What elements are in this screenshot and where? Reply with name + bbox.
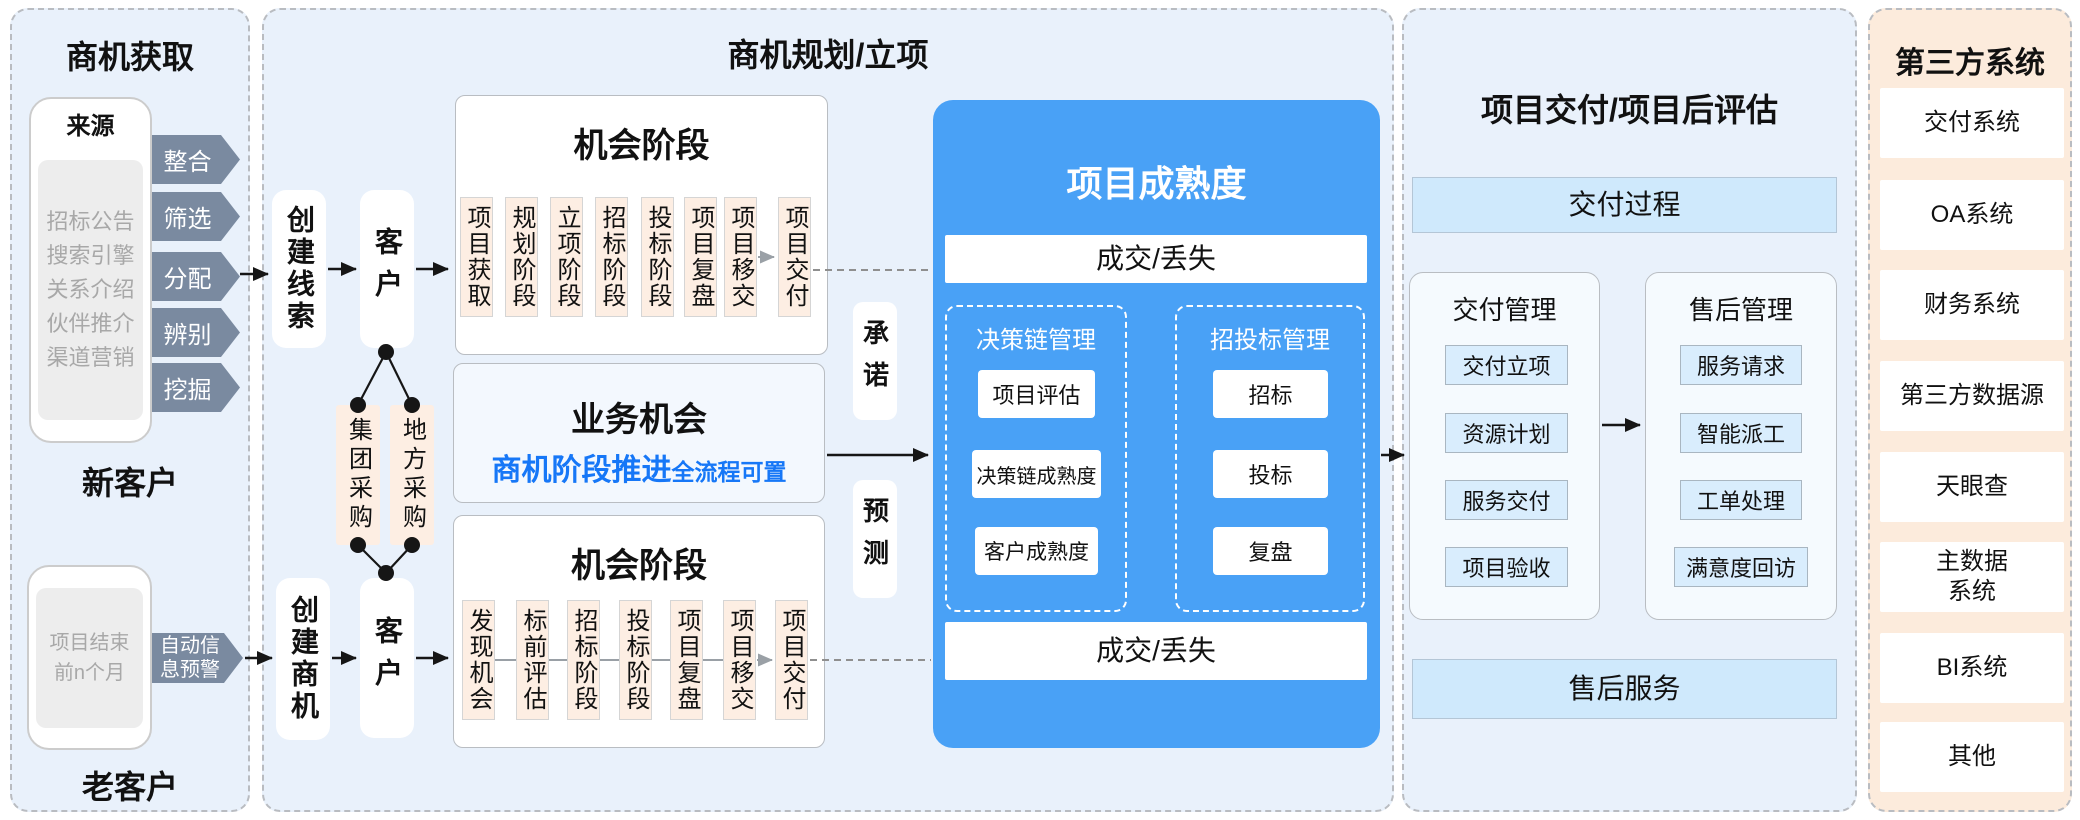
customer-top-label: 客户 xyxy=(372,227,403,311)
subtitle-main: 商机阶段推进 xyxy=(491,454,672,487)
business-opportunity-title: 业务机会 xyxy=(571,401,707,439)
aftersales-item-4: 满意度回访 xyxy=(1674,547,1808,587)
panel2-title: 商机规划/立项 xyxy=(727,37,929,73)
sys-item-tianyancha: 天眼查 xyxy=(1880,452,2064,522)
sys-item-oa: OA系统 xyxy=(1880,180,2064,250)
win-loss-bottom-bar: 成交/丢失 xyxy=(945,622,1367,680)
stage-bot-5: 项目复盘 xyxy=(673,608,700,712)
source-list: 招标公告 搜索引擎 关系介绍 伙伴推介 渠道营销 xyxy=(46,209,135,370)
sys-item-delivery: 交付系统 xyxy=(1880,88,2064,158)
stage-bot-2: 标前评估 xyxy=(519,608,546,712)
aftersales-mgmt-title: 售后管理 xyxy=(1688,295,1793,325)
stage-top-8: 项目交付 xyxy=(781,205,808,309)
panel3-title: 项目交付/项目后评估 xyxy=(1481,92,1778,128)
create-lead-label: 创建线索 xyxy=(284,205,315,333)
group-procurement-label: 集团采购 xyxy=(344,417,372,533)
commitment-label: 承诺 xyxy=(859,319,890,403)
source-list-box: 招标公告 搜索引擎 关系介绍 伙伴推介 渠道营销 xyxy=(38,160,143,420)
delivery-item-2: 资源计划 xyxy=(1445,413,1568,453)
decision-item-1: 项目评估 xyxy=(978,370,1095,418)
forecast-label: 预测 xyxy=(859,497,890,581)
panel1-title: 商机获取 xyxy=(65,39,194,75)
business-opportunity-subtitle: 商机阶段推进全流程可置 xyxy=(453,445,825,489)
project-end-inner: 项目结束 前n个月 xyxy=(36,588,143,728)
bidding-mgmt-title: 招投标管理 xyxy=(1210,327,1330,354)
local-procurement-label: 地方采购 xyxy=(398,417,426,533)
stage-top-title: 机会阶段 xyxy=(573,127,710,165)
delivery-item-1: 交付立项 xyxy=(1445,345,1568,385)
decision-chain-title: 决策链管理 xyxy=(976,327,1096,354)
bidding-item-3: 复盘 xyxy=(1213,527,1328,575)
group-procurement-box: 集团采购 xyxy=(336,405,380,545)
stage-top-4: 招标阶段 xyxy=(598,205,625,309)
bidding-item-1: 招标 xyxy=(1213,370,1328,418)
decision-item-3: 客户成熟度 xyxy=(975,527,1098,575)
stage-bot-3: 招标阶段 xyxy=(570,608,597,712)
chevron-assign: 分配 xyxy=(152,252,240,301)
stage-top-3: 立项阶段 xyxy=(553,205,580,309)
sys-item-bi: BI系统 xyxy=(1880,633,2064,703)
chevron-integrate: 整合 xyxy=(152,135,240,184)
new-customer-label: 新客户 xyxy=(81,465,178,501)
panel4-title: 第三方系统 xyxy=(1895,47,2045,80)
old-customer-label: 老客户 xyxy=(81,769,178,805)
stage-bot-4: 投标阶段 xyxy=(622,608,649,712)
chevron-identify: 辨别 xyxy=(152,308,240,357)
create-opportunity-label: 创建商机 xyxy=(288,595,319,723)
aftersales-service-bar: 售后服务 xyxy=(1412,659,1837,719)
customer-bottom-label: 客户 xyxy=(372,616,403,700)
project-end-note: 项目结束 前n个月 xyxy=(49,632,130,684)
stage-top-1: 项目获取 xyxy=(463,205,490,309)
delivery-item-4: 项目验收 xyxy=(1445,547,1568,587)
create-opportunity-box: 创建商机 xyxy=(276,578,330,740)
stage-bot-6: 项目移交 xyxy=(726,608,753,712)
decision-item-2: 决策链成熟度 xyxy=(972,450,1101,498)
project-maturity-title: 项目成熟度 xyxy=(1066,163,1247,204)
win-loss-top-bar: 成交/丢失 xyxy=(945,235,1367,283)
source-label: 来源 xyxy=(66,113,115,140)
aftersales-item-3: 工单处理 xyxy=(1680,480,1802,520)
business-opportunity-box xyxy=(453,363,825,503)
delivery-process-bar: 交付过程 xyxy=(1412,177,1837,233)
stage-bottom-title: 机会阶段 xyxy=(571,547,707,585)
stage-top-5: 投标阶段 xyxy=(644,205,671,309)
sys-item-other: 其他 xyxy=(1880,722,2064,792)
stage-bot-7: 项目交付 xyxy=(778,608,805,712)
bidding-mgmt-box xyxy=(1175,305,1365,612)
stage-top-7: 项目移交 xyxy=(727,205,754,309)
local-procurement-box: 地方采购 xyxy=(390,405,434,545)
delivery-item-3: 服务交付 xyxy=(1445,480,1568,520)
chevron-auto-alert: 自动信 息预警 xyxy=(152,633,243,683)
create-lead-box: 创建线索 xyxy=(272,190,326,348)
aftersales-item-1: 服务请求 xyxy=(1680,345,1802,385)
commitment-box: 承诺 xyxy=(853,302,897,420)
sys-item-master-data: 主数据 系统 xyxy=(1880,542,2064,612)
subtitle-small: 全流程可置 xyxy=(671,459,787,485)
sys-item-thirdparty-data: 第三方数据源 xyxy=(1880,361,2064,431)
decision-chain-box xyxy=(945,305,1127,612)
bidding-item-2: 投标 xyxy=(1213,450,1328,498)
chevron-filter: 筛选 xyxy=(152,192,240,241)
stage-top-6: 项目复盘 xyxy=(687,205,714,309)
forecast-box: 预测 xyxy=(853,480,897,598)
stage-top-2: 规划阶段 xyxy=(508,205,535,309)
chevron-mine: 挖掘 xyxy=(152,363,240,412)
stage-bot-1: 发现机会 xyxy=(465,608,492,712)
customer-top-box: 客户 xyxy=(360,190,414,348)
customer-bottom-box: 客户 xyxy=(360,578,414,738)
sys-item-finance: 财务系统 xyxy=(1880,270,2064,340)
aftersales-item-2: 智能派工 xyxy=(1680,413,1802,453)
delivery-mgmt-title: 交付管理 xyxy=(1452,295,1557,325)
